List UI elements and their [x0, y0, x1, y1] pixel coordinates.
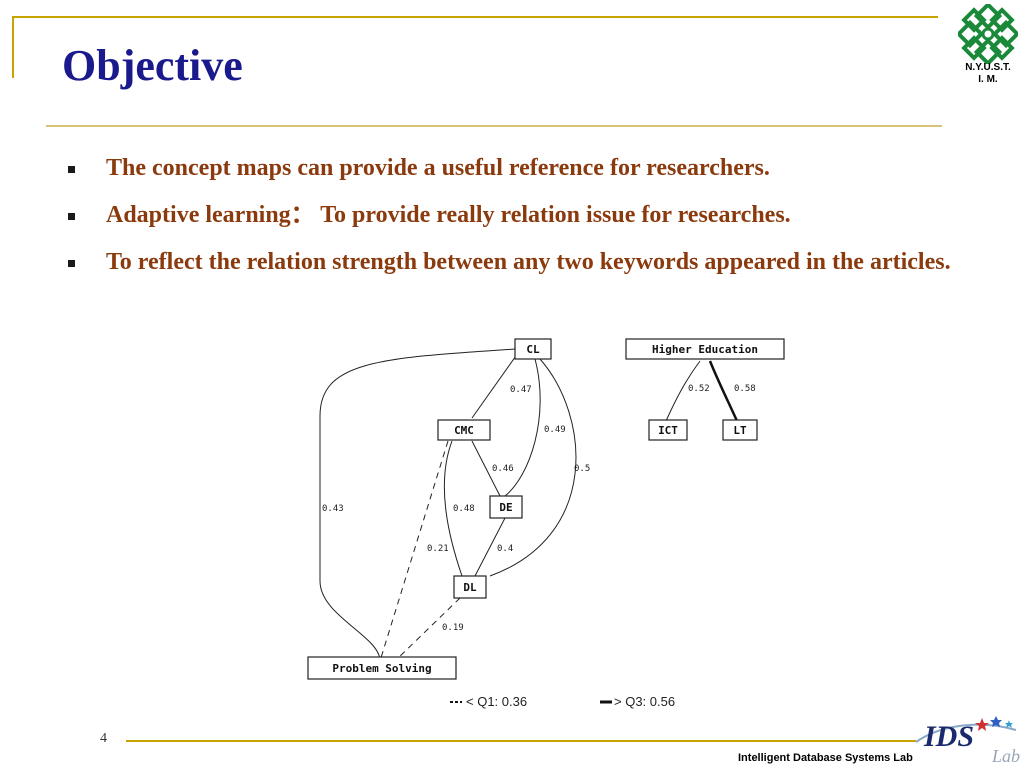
bullet-square-icon [68, 260, 75, 267]
bullet-item: Adaptive learning： To provide really rel… [68, 199, 988, 231]
concept-map-diagram: CL CMC DE DL Problem Solving Higher Educ… [307, 338, 785, 709]
node-ict-label: ICT [658, 424, 678, 437]
node-cl-label: CL [526, 343, 540, 356]
ids-logo-text: IDS [923, 720, 974, 753]
logo-text-line1: N.Y.U.S.T. [965, 62, 1011, 73]
edge-cmc-de [471, 440, 501, 497]
bullet-item: To reflect the relation strength between… [68, 246, 988, 278]
edge-label-he-ict: 0.52 [688, 384, 710, 394]
edge-label-he-lt: 0.58 [734, 384, 756, 394]
bullet-square-icon [68, 166, 75, 173]
bullet-text: Adaptive learning： To provide really rel… [106, 202, 791, 228]
node-cl-box [514, 338, 552, 360]
bullet-list: The concept maps can provide a useful re… [68, 152, 988, 293]
node-cmc-label: CMC [454, 424, 474, 437]
left-border-line [12, 16, 14, 78]
logo-text-line2: I. M. [978, 74, 998, 85]
footer-lab-text: Intelligent Database Systems Lab [738, 752, 913, 764]
page-number: 4 [100, 731, 107, 746]
node-lt-box [722, 419, 758, 441]
edge-label-cl-ps: 0.43 [322, 504, 344, 514]
node-ict-box [648, 419, 688, 441]
legend-low-label: < Q1: 0.36 [466, 694, 527, 709]
node-ps-label: Problem Solving [332, 662, 431, 675]
node-he-label: Higher Education [652, 343, 758, 356]
edge-label-cl-cmc: 0.47 [510, 385, 532, 395]
edge-dl-ps [394, 597, 461, 662]
node-he-box [625, 338, 785, 360]
edge-cl-dl [489, 358, 577, 577]
edge-he-ict [665, 360, 701, 422]
node-cmc-box [437, 419, 491, 441]
bullet-text: The concept maps can provide a useful re… [106, 155, 770, 181]
bullet-text: To reflect the relation strength between… [106, 249, 951, 275]
footer-line [126, 740, 916, 742]
nyust-logo: N.Y.U.S.T. I. M. [952, 2, 1024, 88]
edge-label-cmc-de: 0.46 [492, 464, 514, 474]
edge-label-dl-ps: 0.19 [442, 623, 464, 633]
edge-cl-de [504, 358, 541, 497]
top-border-line [12, 16, 938, 18]
edge-cl-ps [319, 348, 516, 662]
node-dl-box [453, 575, 487, 599]
node-lt-label: LT [733, 424, 747, 437]
title-underline [46, 125, 942, 127]
logo-swoosh-icon [915, 723, 1017, 743]
slide-title: Objective [62, 41, 243, 90]
edge-he-lt [708, 360, 739, 422]
diagram-legend: < Q1: 0.36 > Q3: 0.56 [450, 694, 675, 709]
edge-de-dl [474, 517, 506, 577]
node-ps-box [307, 656, 457, 680]
logo-stars-icon [975, 716, 1013, 731]
edge-label-cmc-dl: 0.48 [453, 504, 475, 514]
edge-cmc-ps [379, 440, 449, 662]
bullet-square-icon [68, 213, 75, 220]
node-de-label: DE [499, 501, 512, 514]
edge-label-de-dl: 0.4 [497, 544, 513, 554]
nyust-emblem-icon [958, 4, 1018, 64]
bullet-item: The concept maps can provide a useful re… [68, 152, 988, 184]
node-dl-label: DL [463, 581, 477, 594]
legend-high-label: > Q3: 0.56 [614, 694, 675, 709]
edge-cmc-dl [443, 440, 463, 577]
edge-label-cl-de: 0.49 [544, 425, 566, 435]
edge-cl-cmc [471, 352, 519, 419]
ids-logo-sub: Lab [991, 746, 1020, 766]
node-de-box [489, 495, 523, 519]
ids-lab-logo: IDS Lab [915, 716, 1020, 766]
edge-label-cmc-ps: 0.21 [427, 544, 449, 554]
edge-label-cl-dl: 0.5 [574, 464, 590, 474]
